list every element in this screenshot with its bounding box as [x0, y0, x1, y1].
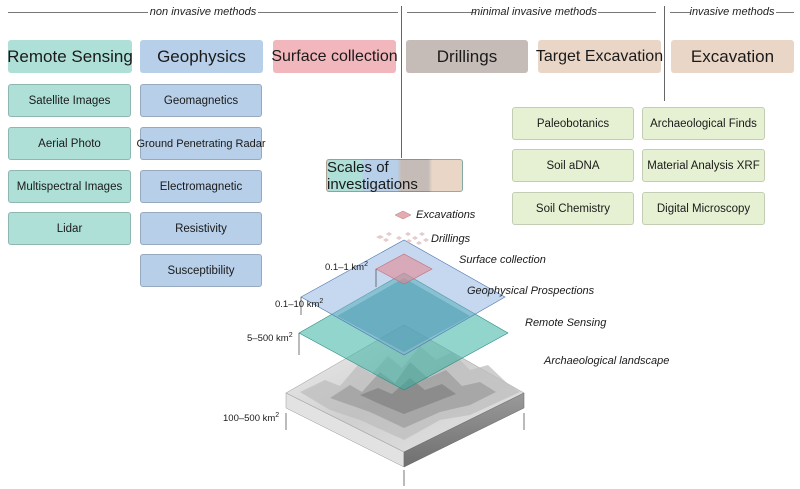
category-line: [8, 12, 148, 13]
area-exponent: 2: [319, 298, 324, 305]
analysis-soil-chemistry: Soil Chemistry: [512, 192, 634, 225]
header-drillings: Drillings: [406, 40, 528, 73]
analysis-soil-adna: Soil aDNA: [512, 149, 634, 182]
category-non-invasive: non invasive methods: [149, 6, 257, 18]
label-excavations: Excavations: [416, 209, 476, 221]
area-value: 100–500 km: [223, 413, 276, 425]
label-archaeological-landscape: Archaeological landscape: [544, 355, 670, 367]
category-line: [258, 12, 398, 13]
scales-title: Scales of investigations: [326, 159, 463, 193]
area-exponent: 2: [364, 261, 368, 268]
category-line: [670, 12, 690, 13]
header-excavation: Excavation: [671, 40, 794, 73]
label-remote-sensing: Remote Sensing: [525, 317, 607, 329]
area-value: 0.1–1 km: [325, 262, 365, 274]
method-geomagnetics: Geomagnetics: [140, 84, 262, 117]
area-remote-sensing: 5–500 km2: [247, 332, 293, 344]
label-geophysical-prospections: Geophysical Prospections: [467, 285, 595, 297]
label-surface-collection: Surface collection: [459, 254, 546, 266]
method-satellite-images: Satellite Images: [8, 84, 131, 117]
area-value: 0.1–10 km: [275, 299, 320, 311]
area-value: 5–500 km: [247, 333, 289, 345]
area-geophysical: 0.1–10 km2: [275, 298, 323, 310]
analysis-material-analysis-xrf: Material Analysis XRF: [642, 149, 765, 182]
area-landscape: 100–500 km2: [223, 412, 279, 424]
analysis-archaeological-finds: Archaeological Finds: [642, 107, 765, 140]
excavation-marker: [394, 210, 412, 220]
category-invasive: invasive methods: [689, 6, 775, 18]
method-resistivity: Resistivity: [140, 212, 262, 245]
remote-sensing-layer: [298, 272, 509, 391]
method-electromagnetic: Electromagnetic: [140, 170, 262, 203]
separator-non-minimal: [401, 6, 402, 158]
category-minimal-invasive: minimal invasive methods: [471, 6, 597, 18]
geophysical-layer: [300, 239, 506, 356]
area-surface-collection: 0.1–1 km2: [325, 261, 368, 273]
area-exponent: 2: [288, 332, 293, 339]
analysis-paleobotanics: Paleobotanics: [512, 107, 634, 140]
header-surface-collection: Surface collection: [271, 40, 398, 73]
category-line: [407, 12, 475, 13]
method-susceptibility: Susceptibility: [140, 254, 262, 287]
separator-minimal-invasive: [664, 6, 665, 101]
method-multispectral-images: Multispectral Images: [8, 170, 131, 203]
label-drillings: Drillings: [431, 233, 471, 245]
header-geophysics: Geophysics: [140, 40, 263, 73]
method-lidar: Lidar: [8, 212, 131, 245]
analysis-digital-microscopy: Digital Microscopy: [642, 192, 765, 225]
drillings-dots: [376, 232, 429, 245]
area-exponent: 2: [275, 412, 280, 419]
header-remote-sensing: Remote Sensing: [7, 40, 133, 73]
overlap-zone: [337, 278, 470, 352]
category-line: [776, 12, 794, 13]
header-target-excavation: Target Excavation: [536, 40, 663, 73]
scale-ticks: [285, 269, 525, 486]
method-aerial-photo: Aerial Photo: [8, 127, 131, 160]
surface-collection-layer: [375, 253, 433, 285]
method-ground-penetrating-radar: Ground Penetrating Radar: [136, 127, 266, 160]
category-line: [598, 12, 656, 13]
terrain-block: [285, 324, 525, 468]
